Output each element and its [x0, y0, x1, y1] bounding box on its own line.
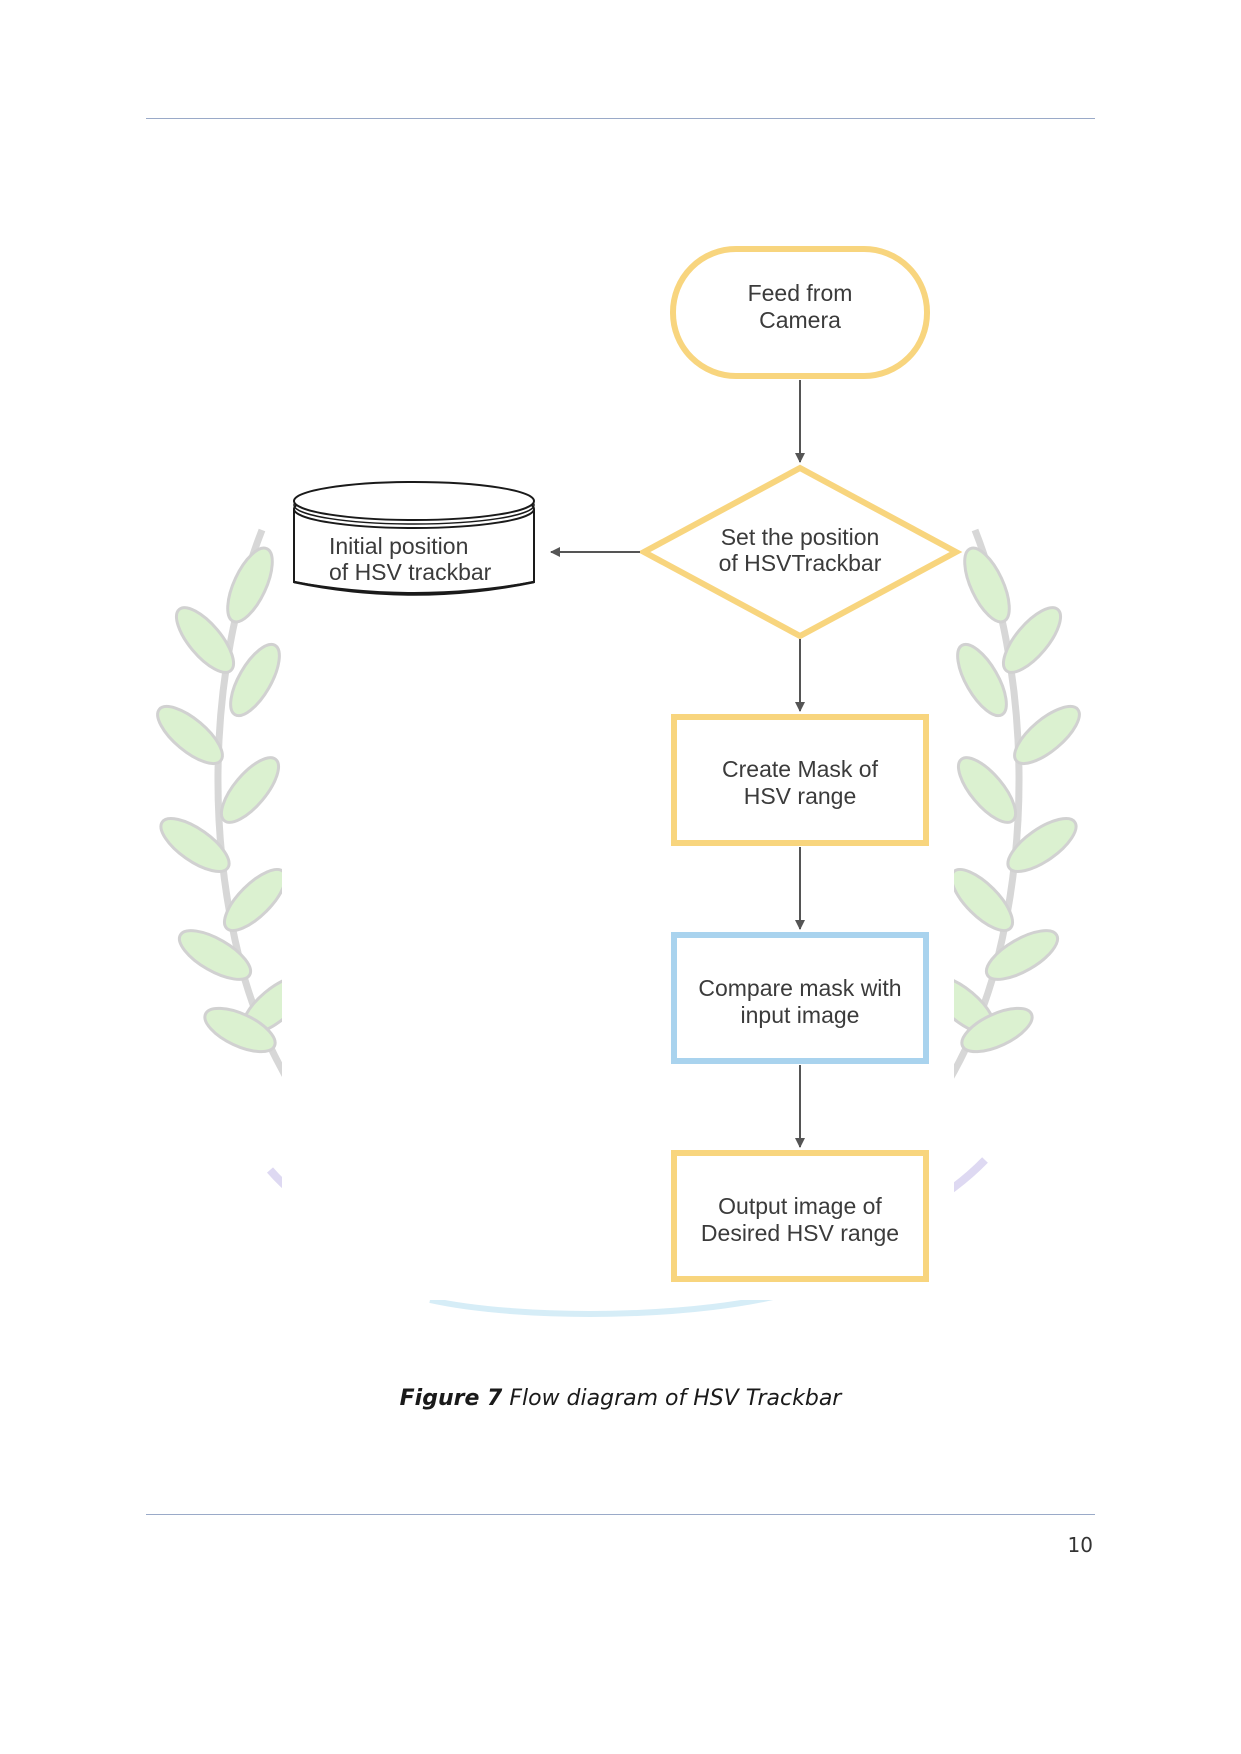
node-feed-line-1: Feed from — [748, 280, 853, 306]
node-output-line-2: Desired HSV range — [701, 1220, 899, 1246]
node-set-position-decision: Set the position of HSVTrackbar — [637, 464, 963, 640]
footer-rule — [146, 1514, 1095, 1515]
node-create-mask: Create Mask of HSV range — [671, 714, 929, 846]
node-output-image: Output image of Desired HSV range — [671, 1150, 929, 1282]
figure-caption-text: Flow diagram of HSV Trackbar — [502, 1386, 842, 1411]
node-storage-line-2: of HSV trackbar — [329, 559, 492, 585]
node-mask-line-2: HSV range — [744, 783, 857, 809]
node-initial-position-storage: Initial position of HSV trackbar — [293, 481, 535, 596]
node-compare-line-1: Compare mask with — [698, 975, 901, 1001]
flow-diagram: Feed from Camera Set the position of HSV… — [293, 246, 963, 1282]
node-feed-line-2: Camera — [759, 307, 841, 333]
node-decision-line-1: Set the position — [721, 524, 880, 550]
page-number: 10 — [1067, 1533, 1093, 1557]
node-output-line-1: Output image of — [718, 1193, 882, 1219]
node-compare-line-2: input image — [741, 1002, 860, 1028]
node-feed-from-camera: Feed from Camera — [670, 246, 930, 379]
node-compare-mask: Compare mask with input image — [671, 932, 929, 1064]
figure-caption: Figure 7 Flow diagram of HSV Trackbar — [0, 1386, 1241, 1411]
node-storage-line-1: Initial position — [329, 533, 468, 559]
node-mask-line-1: Create Mask of — [722, 756, 879, 782]
header-rule — [146, 118, 1095, 119]
node-decision-line-2: of HSVTrackbar — [719, 550, 882, 576]
figure-caption-label: Figure 7 — [399, 1386, 503, 1411]
